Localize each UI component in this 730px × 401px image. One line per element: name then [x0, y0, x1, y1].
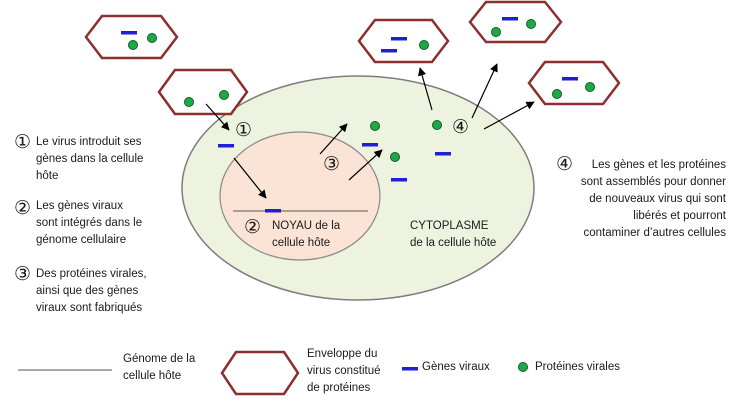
arrow — [471, 63, 498, 119]
arrow — [348, 149, 383, 181]
virus-icon — [357, 18, 450, 64]
step-4-text: Les gènes et les protéines sont assemblé… — [580, 159, 726, 239]
step-2-marker-diagram: ② — [244, 216, 262, 238]
step-4-marker: ④ — [556, 153, 574, 175]
arrow — [483, 101, 535, 130]
arrow — [233, 157, 267, 199]
step-1-marker: ① — [14, 131, 32, 153]
legend-proteins-label: Protéines virales — [535, 361, 621, 373]
legend-envelope-icon — [220, 350, 300, 396]
step-1-marker-diagram: ① — [235, 119, 253, 141]
arrow — [319, 123, 348, 155]
legend-genes-label: Gènes viraux — [422, 361, 490, 373]
legend-protein-icon — [518, 362, 528, 372]
viral-protein-icon — [432, 120, 442, 130]
viral-gene-icon — [435, 152, 451, 156]
step-4-marker-diagram: ④ — [452, 116, 470, 138]
viral-protein-icon — [370, 121, 380, 131]
nucleus — [219, 131, 381, 261]
legend-envelope-label: Enveloppe du virus constitué de protéine… — [307, 348, 381, 394]
step-2-text: Les gènes viraux sont intégrés dans le g… — [36, 200, 143, 246]
step-2-marker: ② — [14, 197, 32, 219]
cytoplasm-label: CYTOPLASME de la cellule hôte — [410, 220, 497, 249]
arrow — [205, 103, 230, 131]
virus-icon — [157, 68, 249, 116]
step-3-marker-diagram: ③ — [323, 153, 341, 175]
virus-icon — [84, 14, 179, 60]
nucleus-label: NOYAU de la cellule hôte — [272, 220, 341, 249]
step-1-text: Le virus introduit ses gènes dans la cel… — [36, 136, 144, 182]
viral-gene-icon — [391, 178, 407, 182]
virus-icon — [468, 0, 563, 44]
viral-gene-icon — [362, 143, 378, 147]
legend-gene-icon — [402, 367, 418, 371]
viral-gene-icon — [218, 144, 234, 148]
viral-protein-icon — [390, 152, 400, 162]
virus-icon — [527, 60, 621, 106]
arrow — [418, 67, 433, 111]
step-3-text: Des protéines virales, ainsi que des gèn… — [36, 268, 147, 314]
viral-gene-icon — [265, 209, 281, 213]
step-3-marker: ③ — [14, 263, 32, 285]
legend-genome-label: Génome de la cellule hôte — [123, 353, 196, 382]
